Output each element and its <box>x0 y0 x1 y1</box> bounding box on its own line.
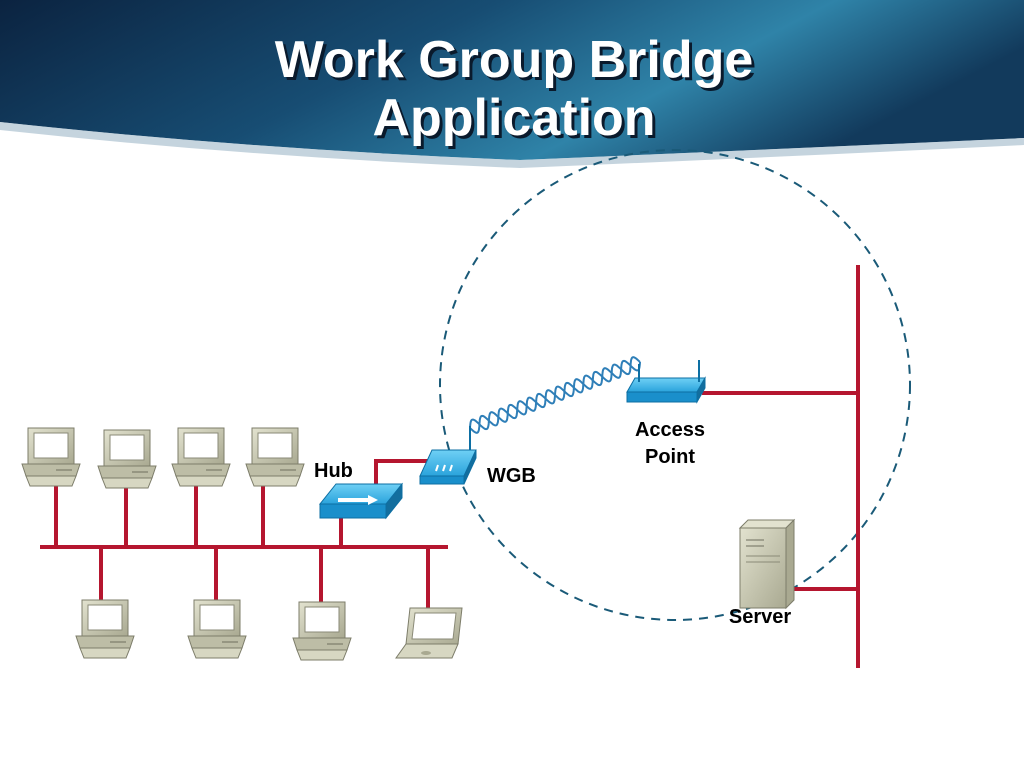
coverage-circle <box>439 149 911 621</box>
access-point-label-line2: Point <box>645 446 695 468</box>
access-point-icon <box>626 360 706 404</box>
hub-label: Hub <box>314 460 353 482</box>
workstation-icon <box>21 427 81 487</box>
title-banner <box>0 0 1024 168</box>
wgb-icon <box>419 426 477 485</box>
access-point-label-line1: Access <box>635 419 705 441</box>
workstation-icon <box>97 429 157 489</box>
svg-text:Work Group Bridge: Work Group Bridge <box>278 34 757 92</box>
workstation-icon <box>171 427 231 487</box>
wgb-label: WGB <box>487 465 536 487</box>
laptop-icon <box>395 607 463 659</box>
workstation-icon <box>187 599 247 659</box>
server-label: Server <box>729 606 791 628</box>
wireless-link <box>469 356 641 434</box>
slide-title: Work Group Bridge Work Group Bridge Appl… <box>275 31 757 150</box>
svg-text:Application: Application <box>375 92 658 150</box>
workstation-icon <box>75 599 135 659</box>
server-backbone <box>702 265 860 668</box>
hub-icon <box>318 482 404 520</box>
title-line-2: Application <box>372 89 655 147</box>
title-line-1: Work Group Bridge <box>275 31 754 89</box>
server-icon <box>738 518 796 610</box>
lan-backbone <box>40 459 448 610</box>
hub-wgb-cable <box>374 459 428 489</box>
workstation-icon <box>245 427 305 487</box>
workstation-icon <box>292 601 352 661</box>
